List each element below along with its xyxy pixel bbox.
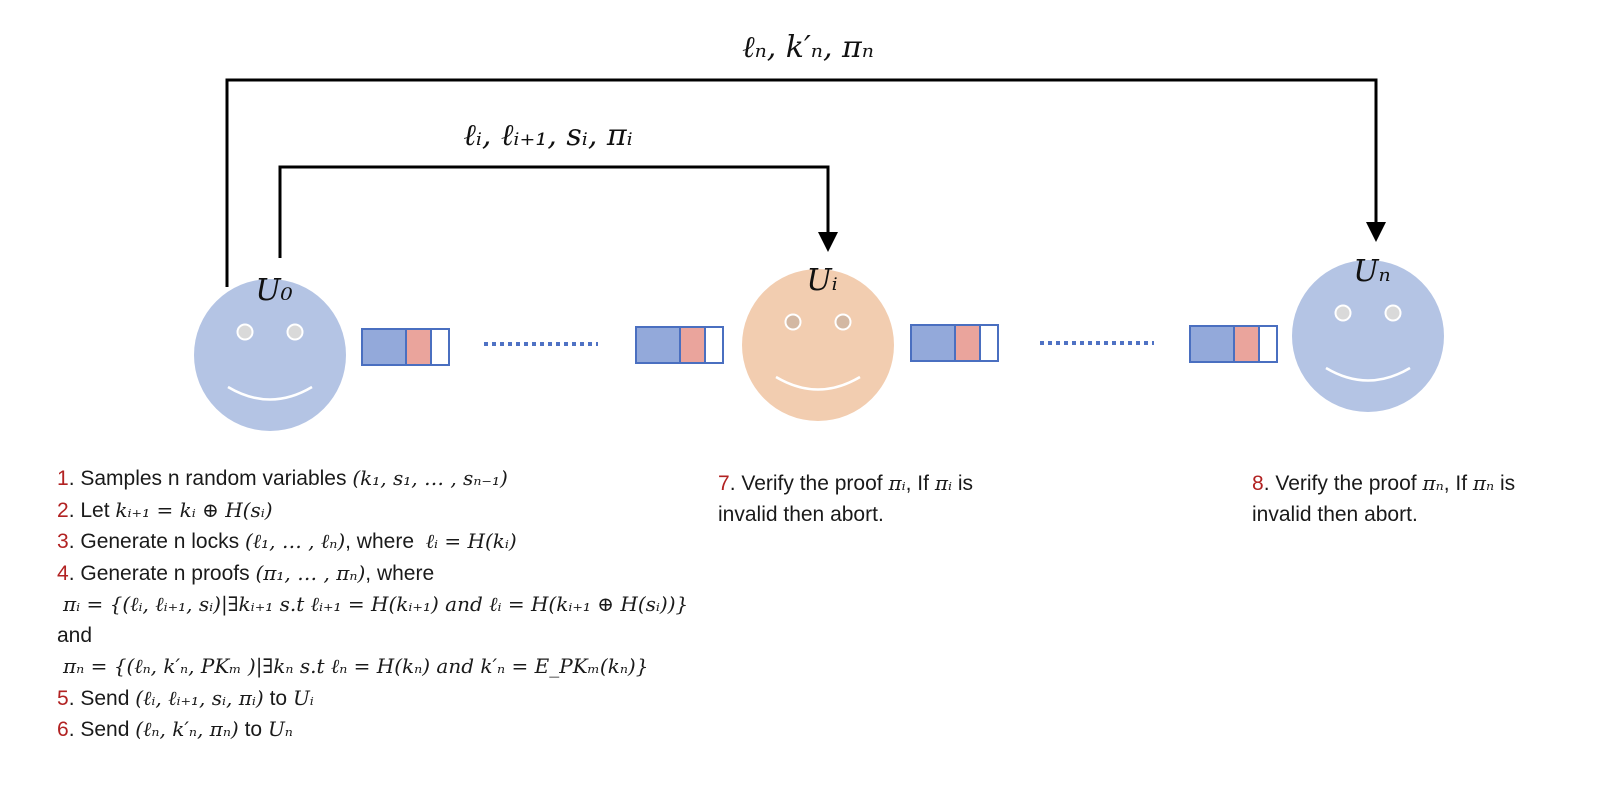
right-eye-icon	[834, 313, 852, 331]
step-text: to	[238, 718, 268, 741]
segment-1	[361, 328, 450, 366]
step-text: . Send	[68, 718, 136, 741]
step-4-and: and	[57, 621, 688, 652]
receiver-ui-steps: 7. Verify the proof πᵢ, If πᵢ is invalid…	[718, 468, 973, 530]
step-text: . Verify the proof	[1263, 472, 1423, 495]
step-6: 6. Send (ℓₙ, k′ₙ, πₙ) to Uₙ	[57, 714, 688, 746]
step-math: (ℓᵢ, ℓᵢ₊₁, sᵢ, πᵢ)	[135, 685, 264, 710]
step-7-line-2: invalid then abort.	[718, 502, 884, 526]
inner-arrow-label: ℓᵢ, ℓᵢ₊₁, sᵢ, πᵢ	[463, 118, 632, 153]
step-text: is	[951, 472, 973, 495]
step-text: is	[1494, 472, 1516, 495]
step-math: Uᵢ	[292, 685, 314, 710]
step-text: . Samples n random variables	[68, 467, 353, 490]
step-text: . Verify the proof	[729, 472, 889, 495]
step-text: and	[57, 623, 93, 647]
step-text: , If	[1443, 472, 1473, 495]
user-ui-face	[742, 269, 894, 421]
receiver-un-steps: 8. Verify the proof πₙ, If πₙ is invalid…	[1252, 468, 1515, 530]
user-un-face	[1292, 260, 1444, 412]
step-4: 4. Generate n proofs (π₁, … , πₙ), where	[57, 558, 688, 590]
step-text: . Send	[68, 686, 136, 710]
right-eye-icon	[286, 323, 304, 341]
step-math: kᵢ₊₁ = kᵢ ⊕ H(sᵢ)	[115, 497, 273, 522]
step-number: 4	[57, 561, 69, 585]
step-number: 1	[57, 467, 69, 490]
step-math: πₙ	[1472, 471, 1495, 495]
segment-3	[910, 324, 999, 362]
step-text: . Generate n proofs	[68, 561, 256, 585]
segment-4	[1189, 325, 1278, 363]
outer-arrow	[225, 78, 1386, 287]
step-text: . Let	[68, 498, 116, 522]
step-math: πᵢ = {(ℓᵢ, ℓᵢ₊₁, sᵢ)|∃kᵢ₊₁ s.t ℓᵢ₊₁ = H(…	[63, 592, 689, 616]
step-math: (ℓ₁, … , ℓₙ)	[244, 529, 346, 553]
inner-arrow	[278, 165, 838, 258]
step-number: 2	[57, 498, 69, 522]
step-math: πᵢ	[888, 471, 906, 495]
smile-icon	[227, 385, 313, 401]
step-number: 8	[1252, 472, 1264, 495]
left-eye-icon	[1334, 304, 1352, 322]
step-math: (ℓₙ, k′ₙ, πₙ)	[135, 717, 239, 741]
step-3: 3. Generate n locks (ℓ₁, … , ℓₙ), where …	[57, 526, 688, 558]
right-eye-icon	[1384, 304, 1402, 322]
step-number: 7	[718, 472, 730, 495]
step-text: , where	[365, 561, 435, 585]
step-number: 5	[57, 686, 69, 710]
step-5: 5. Send (ℓᵢ, ℓᵢ₊₁, sᵢ, πᵢ) to Uᵢ	[57, 683, 688, 715]
smile-icon	[775, 375, 861, 391]
segment-2	[635, 326, 724, 364]
step-4-formula-pi-i: πᵢ = {(ℓᵢ, ℓᵢ₊₁, sᵢ)|∃kᵢ₊₁ s.t ℓᵢ₊₁ = H(…	[57, 589, 688, 621]
user-ui: Uᵢ	[742, 263, 894, 421]
sender-steps: 1. Samples n random variables (k₁, s₁, ……	[57, 463, 688, 746]
step-math: (π₁, … , πₙ)	[255, 560, 366, 585]
step-math: πₙ = {(ℓₙ, k′ₙ, PKₘ )|∃kₙ s.t ℓₙ = H(kₙ)…	[63, 654, 649, 678]
user-un-label: Uₙ	[1353, 254, 1390, 289]
user-u0-face	[194, 279, 346, 431]
step-8: 8. Verify the proof πₙ, If πₙ is	[1252, 468, 1515, 500]
smile-icon	[1325, 366, 1411, 382]
step-math: (k₁, s₁, … , sₙ₋₁)	[352, 466, 508, 490]
step-7: 7. Verify the proof πᵢ, If πᵢ is	[718, 468, 973, 500]
step-text: , If	[905, 472, 935, 495]
step-math: πᵢ	[934, 471, 952, 495]
step-1: 1. Samples n random variables (k₁, s₁, ……	[57, 463, 688, 495]
step-math: Uₙ	[267, 717, 293, 741]
outer-arrow-label: ℓₙ, k′ₙ, πₙ	[742, 30, 874, 65]
user-un: Uₙ	[1292, 254, 1444, 412]
step-8-line-2: invalid then abort.	[1252, 502, 1418, 526]
step-text: , where	[345, 530, 426, 553]
step-number: 6	[57, 718, 69, 741]
user-u0-label: U₀	[255, 273, 292, 308]
step-number: 3	[57, 530, 69, 553]
user-u0: U₀	[194, 273, 346, 431]
user-ui-label: Uᵢ	[806, 263, 837, 298]
step-text: . Generate n locks	[68, 530, 245, 553]
left-eye-icon	[784, 313, 802, 331]
step-4-formula-pi-n: πₙ = {(ℓₙ, k′ₙ, PKₘ )|∃kₙ s.t ℓₙ = H(kₙ)…	[57, 651, 688, 683]
step-text: to	[263, 686, 293, 710]
step-2: 2. Let kᵢ₊₁ = kᵢ ⊕ H(sᵢ)	[57, 495, 688, 527]
left-eye-icon	[236, 323, 254, 341]
step-math: πₙ	[1422, 471, 1444, 495]
step-math: ℓᵢ = H(kᵢ)	[425, 529, 517, 553]
